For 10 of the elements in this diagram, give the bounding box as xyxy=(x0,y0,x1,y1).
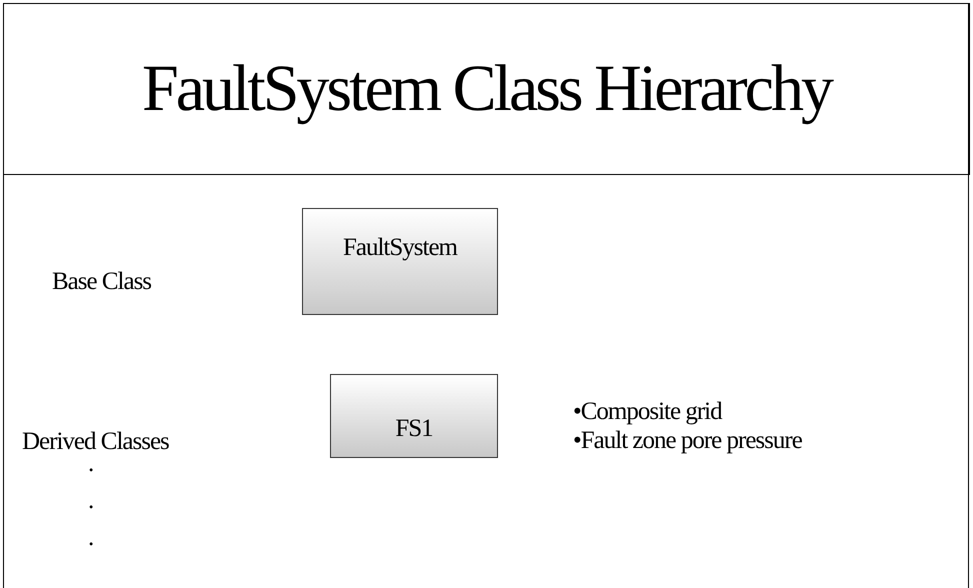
class-box xyxy=(330,374,498,458)
note-text: •Composite grid xyxy=(573,398,722,426)
ellipsis-dot: . xyxy=(88,524,94,552)
ellipsis-dot: . xyxy=(88,487,94,515)
class-name: FaultSystem xyxy=(342,234,457,263)
class-box xyxy=(302,208,498,315)
row-label: Base Class xyxy=(52,268,152,296)
class-name: FS1 xyxy=(395,415,433,444)
title: FaultSystem Class Hierarchy xyxy=(142,51,831,127)
note-text: •Fault zone pore pressure xyxy=(573,427,802,455)
